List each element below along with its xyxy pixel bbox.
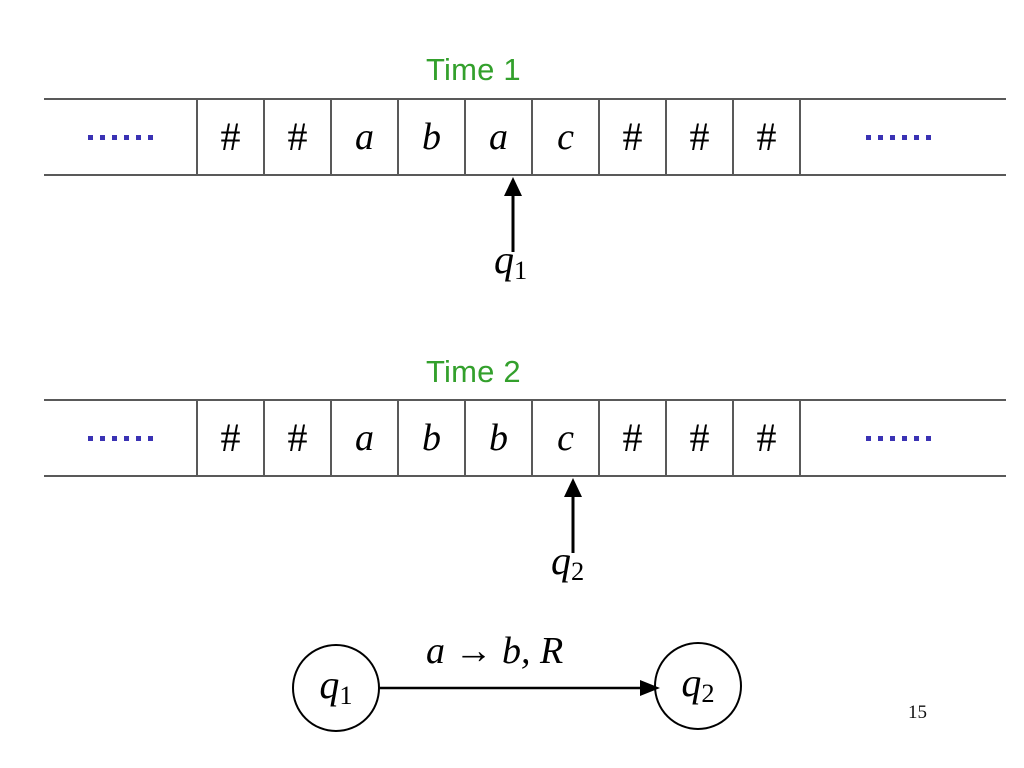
ellipsis-dots-icon xyxy=(87,134,153,140)
tape-cell: c xyxy=(531,401,598,475)
ellipsis-dots-icon xyxy=(865,435,931,441)
page-number: 15 xyxy=(908,702,927,723)
head-state-subscript: 1 xyxy=(514,254,528,285)
tape-cell: a xyxy=(330,401,397,475)
tape-cell: # xyxy=(196,401,263,475)
tape-cell: a xyxy=(330,100,397,174)
head-state-label-time-1: q1 xyxy=(494,240,527,283)
tape-cell: # xyxy=(732,100,799,174)
up-arrow-icon xyxy=(564,478,582,553)
ellipsis-dots-icon xyxy=(865,134,931,140)
tape-time-2: # # a b b c # # # xyxy=(44,399,1006,477)
tape-left-ellipsis xyxy=(44,100,196,174)
state-subscript: 1 xyxy=(339,680,353,711)
tape-cell: # xyxy=(665,401,732,475)
tape-cell: # xyxy=(263,100,330,174)
tape-cell: # xyxy=(598,401,665,475)
state-node-q1[interactable]: q1 xyxy=(292,644,380,732)
state-subscript: 2 xyxy=(701,678,715,709)
time-2-caption: Time 2 xyxy=(426,354,521,389)
tape-cell: # xyxy=(263,401,330,475)
tape-time-1: # # a b a c # # # xyxy=(44,98,1006,176)
state-node-q2[interactable]: q2 xyxy=(654,642,742,730)
tape-cell: b xyxy=(397,401,464,475)
head-state-letter: q xyxy=(551,538,571,583)
state-node-q2-label: q2 xyxy=(681,663,714,706)
tape-cell: a xyxy=(464,100,531,174)
head-state-subscript: 2 xyxy=(571,555,585,586)
up-arrow-icon xyxy=(504,177,522,252)
tape-cell: c xyxy=(531,100,598,174)
tape-cell: # xyxy=(732,401,799,475)
tape-right-ellipsis xyxy=(799,100,995,174)
ellipsis-dots-icon xyxy=(87,435,153,441)
tape-cell: # xyxy=(598,100,665,174)
state-letter: q xyxy=(681,660,702,706)
tape-head-arrow-time-1 xyxy=(493,176,533,254)
state-node-q1-label: q1 xyxy=(319,665,352,708)
state-letter: q xyxy=(319,662,340,708)
transition-diagram: q1 a → b, R q2 xyxy=(282,624,782,742)
head-state-label-time-2: q2 xyxy=(551,541,584,584)
tape-left-ellipsis xyxy=(44,401,196,475)
transition-label: a → b, R xyxy=(426,630,564,672)
tape-cell: b xyxy=(464,401,531,475)
tape-cell: # xyxy=(665,100,732,174)
time-1-caption: Time 1 xyxy=(426,52,521,87)
tape-right-ellipsis xyxy=(799,401,995,475)
transition-arrow-icon xyxy=(378,680,660,696)
tape-head-arrow-time-2 xyxy=(553,477,593,555)
tape-cell: b xyxy=(397,100,464,174)
tape-cell: # xyxy=(196,100,263,174)
head-state-letter: q xyxy=(494,237,514,282)
